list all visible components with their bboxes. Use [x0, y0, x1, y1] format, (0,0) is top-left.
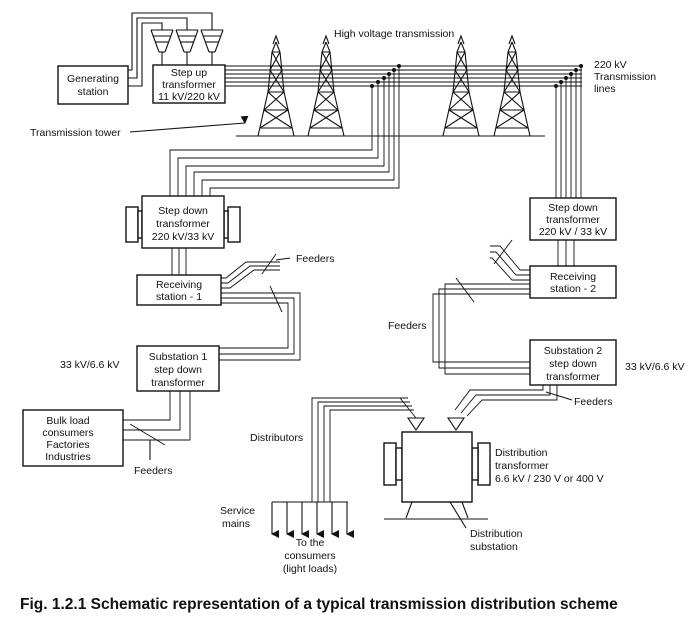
bulk-load-label: Factories — [46, 439, 89, 451]
receiving-station-2: Receiving station - 2 — [529, 265, 617, 299]
transmission-tower-label: Transmission tower — [30, 127, 121, 139]
distribution-transformer-label: Distribution — [495, 447, 548, 459]
voltage-left-label: 33 kV/6.6 kV — [60, 359, 120, 371]
transformer-bushings — [406, 417, 466, 431]
generating-station-label: Generating — [67, 73, 119, 85]
transmission-lines — [225, 65, 582, 87]
receiving-station-1-label: Receiving — [156, 279, 202, 291]
feeders-sub2 — [454, 385, 573, 417]
step-down-transformer-1-label: 220 kV/33 kV — [152, 231, 214, 243]
service-mains-label: mains — [222, 518, 250, 530]
transmission-distribution-diagram: Generating station — [22, 12, 685, 575]
line-insulators — [370, 64, 583, 88]
generating-station-label: station — [78, 86, 109, 98]
drop-to-step-down-2 — [555, 66, 582, 198]
substation-2: Substation 2 step down transformer — [529, 339, 617, 386]
drop-to-step-down-1 — [169, 66, 400, 196]
bulk-load-label: Bulk load — [46, 415, 89, 427]
transmission-lines-label: lines — [594, 83, 616, 95]
feeders-right-label: Feeders — [574, 396, 613, 408]
bulk-load-label: consumers — [42, 427, 93, 439]
step-down-transformer-2-label: 220 kV / 33 kV — [539, 226, 607, 238]
distribution-transformer-label: transformer — [495, 460, 549, 472]
transmission-towers — [236, 34, 545, 137]
figure-caption: Fig. 1.2.1 Schematic representation of a… — [20, 596, 618, 613]
receiving-station-1: Receiving station - 1 — [136, 274, 222, 306]
substation-2-label: transformer — [546, 371, 600, 383]
step-down-transformer-2-label: Step down — [548, 202, 598, 214]
distribution-transformer — [383, 431, 491, 520]
step-up-transformer-label: transformer — [162, 79, 216, 91]
service-mains-label: Service — [220, 505, 255, 517]
link-sdt2-rs2 — [557, 240, 575, 266]
substation-1-label: step down — [154, 364, 202, 376]
step-up-transformer-label: 11 kV/220 kV — [158, 91, 220, 103]
substation-2-label: step down — [549, 358, 597, 370]
substation-2-label: Substation 2 — [544, 345, 603, 357]
high-voltage-transmission-label: High voltage transmission — [334, 28, 454, 40]
receiving-station-2-label: station - 2 — [550, 283, 596, 295]
step-down-transformer-2-label: transformer — [546, 214, 600, 226]
receiving-station-1-label: station - 1 — [156, 291, 202, 303]
bulk-load-label: Industries — [45, 451, 91, 463]
feeders-bottom-label: Feeders — [134, 465, 173, 477]
distribution-transformer-label: 6.6 kV / 230 V or 400 V — [495, 473, 604, 485]
feeders-rs2 — [432, 239, 530, 375]
service-mains — [271, 502, 354, 538]
voltage-right-label: 33 kV/6.6 kV — [625, 361, 685, 373]
substation-1-label: transformer — [151, 377, 205, 389]
substation-1-label: Substation 1 — [149, 351, 208, 363]
distributors — [272, 397, 417, 503]
consumers-label: consumers — [284, 550, 335, 562]
bulk-load-consumers: Bulk load consumers Factories Industries — [22, 409, 124, 467]
distributors-label: Distributors — [250, 432, 303, 444]
step-up-transformer-label: Step up — [171, 67, 207, 79]
link-sdt1-rs1 — [171, 248, 187, 275]
generating-station: Generating station — [57, 65, 129, 105]
distribution-substation-label: Distribution — [470, 528, 523, 540]
feeders-left-label: Feeders — [388, 320, 427, 332]
substation-1: Substation 1 step down transformer — [136, 345, 220, 392]
step-down-transformer-1-label: transformer — [156, 218, 210, 230]
transmission-lines-label: 220 kV — [594, 59, 627, 71]
receiving-station-2-label: Receiving — [550, 271, 596, 283]
step-up-transformer: Step up transformer 11 kV/220 kV — [152, 64, 226, 104]
feeders-bulk — [123, 391, 191, 460]
distribution-substation-label: substation — [470, 541, 518, 553]
step-down-transformer-1-label: Step down — [158, 205, 208, 217]
step-down-transformer-2: Step down transformer 220 kV / 33 kV — [529, 197, 617, 241]
generator-leads — [128, 12, 213, 87]
step-down-transformer-1: Step down transformer 220 kV/33 kV — [125, 195, 241, 249]
transmission-lines-label: Transmission — [594, 71, 656, 83]
feeders-top-label: Feeders — [296, 253, 335, 265]
consumers-label: To the — [296, 537, 325, 549]
consumers-label: (light loads) — [283, 563, 337, 575]
step-up-coils — [150, 29, 224, 65]
feeders-rs1: Feeders — [218, 253, 335, 361]
